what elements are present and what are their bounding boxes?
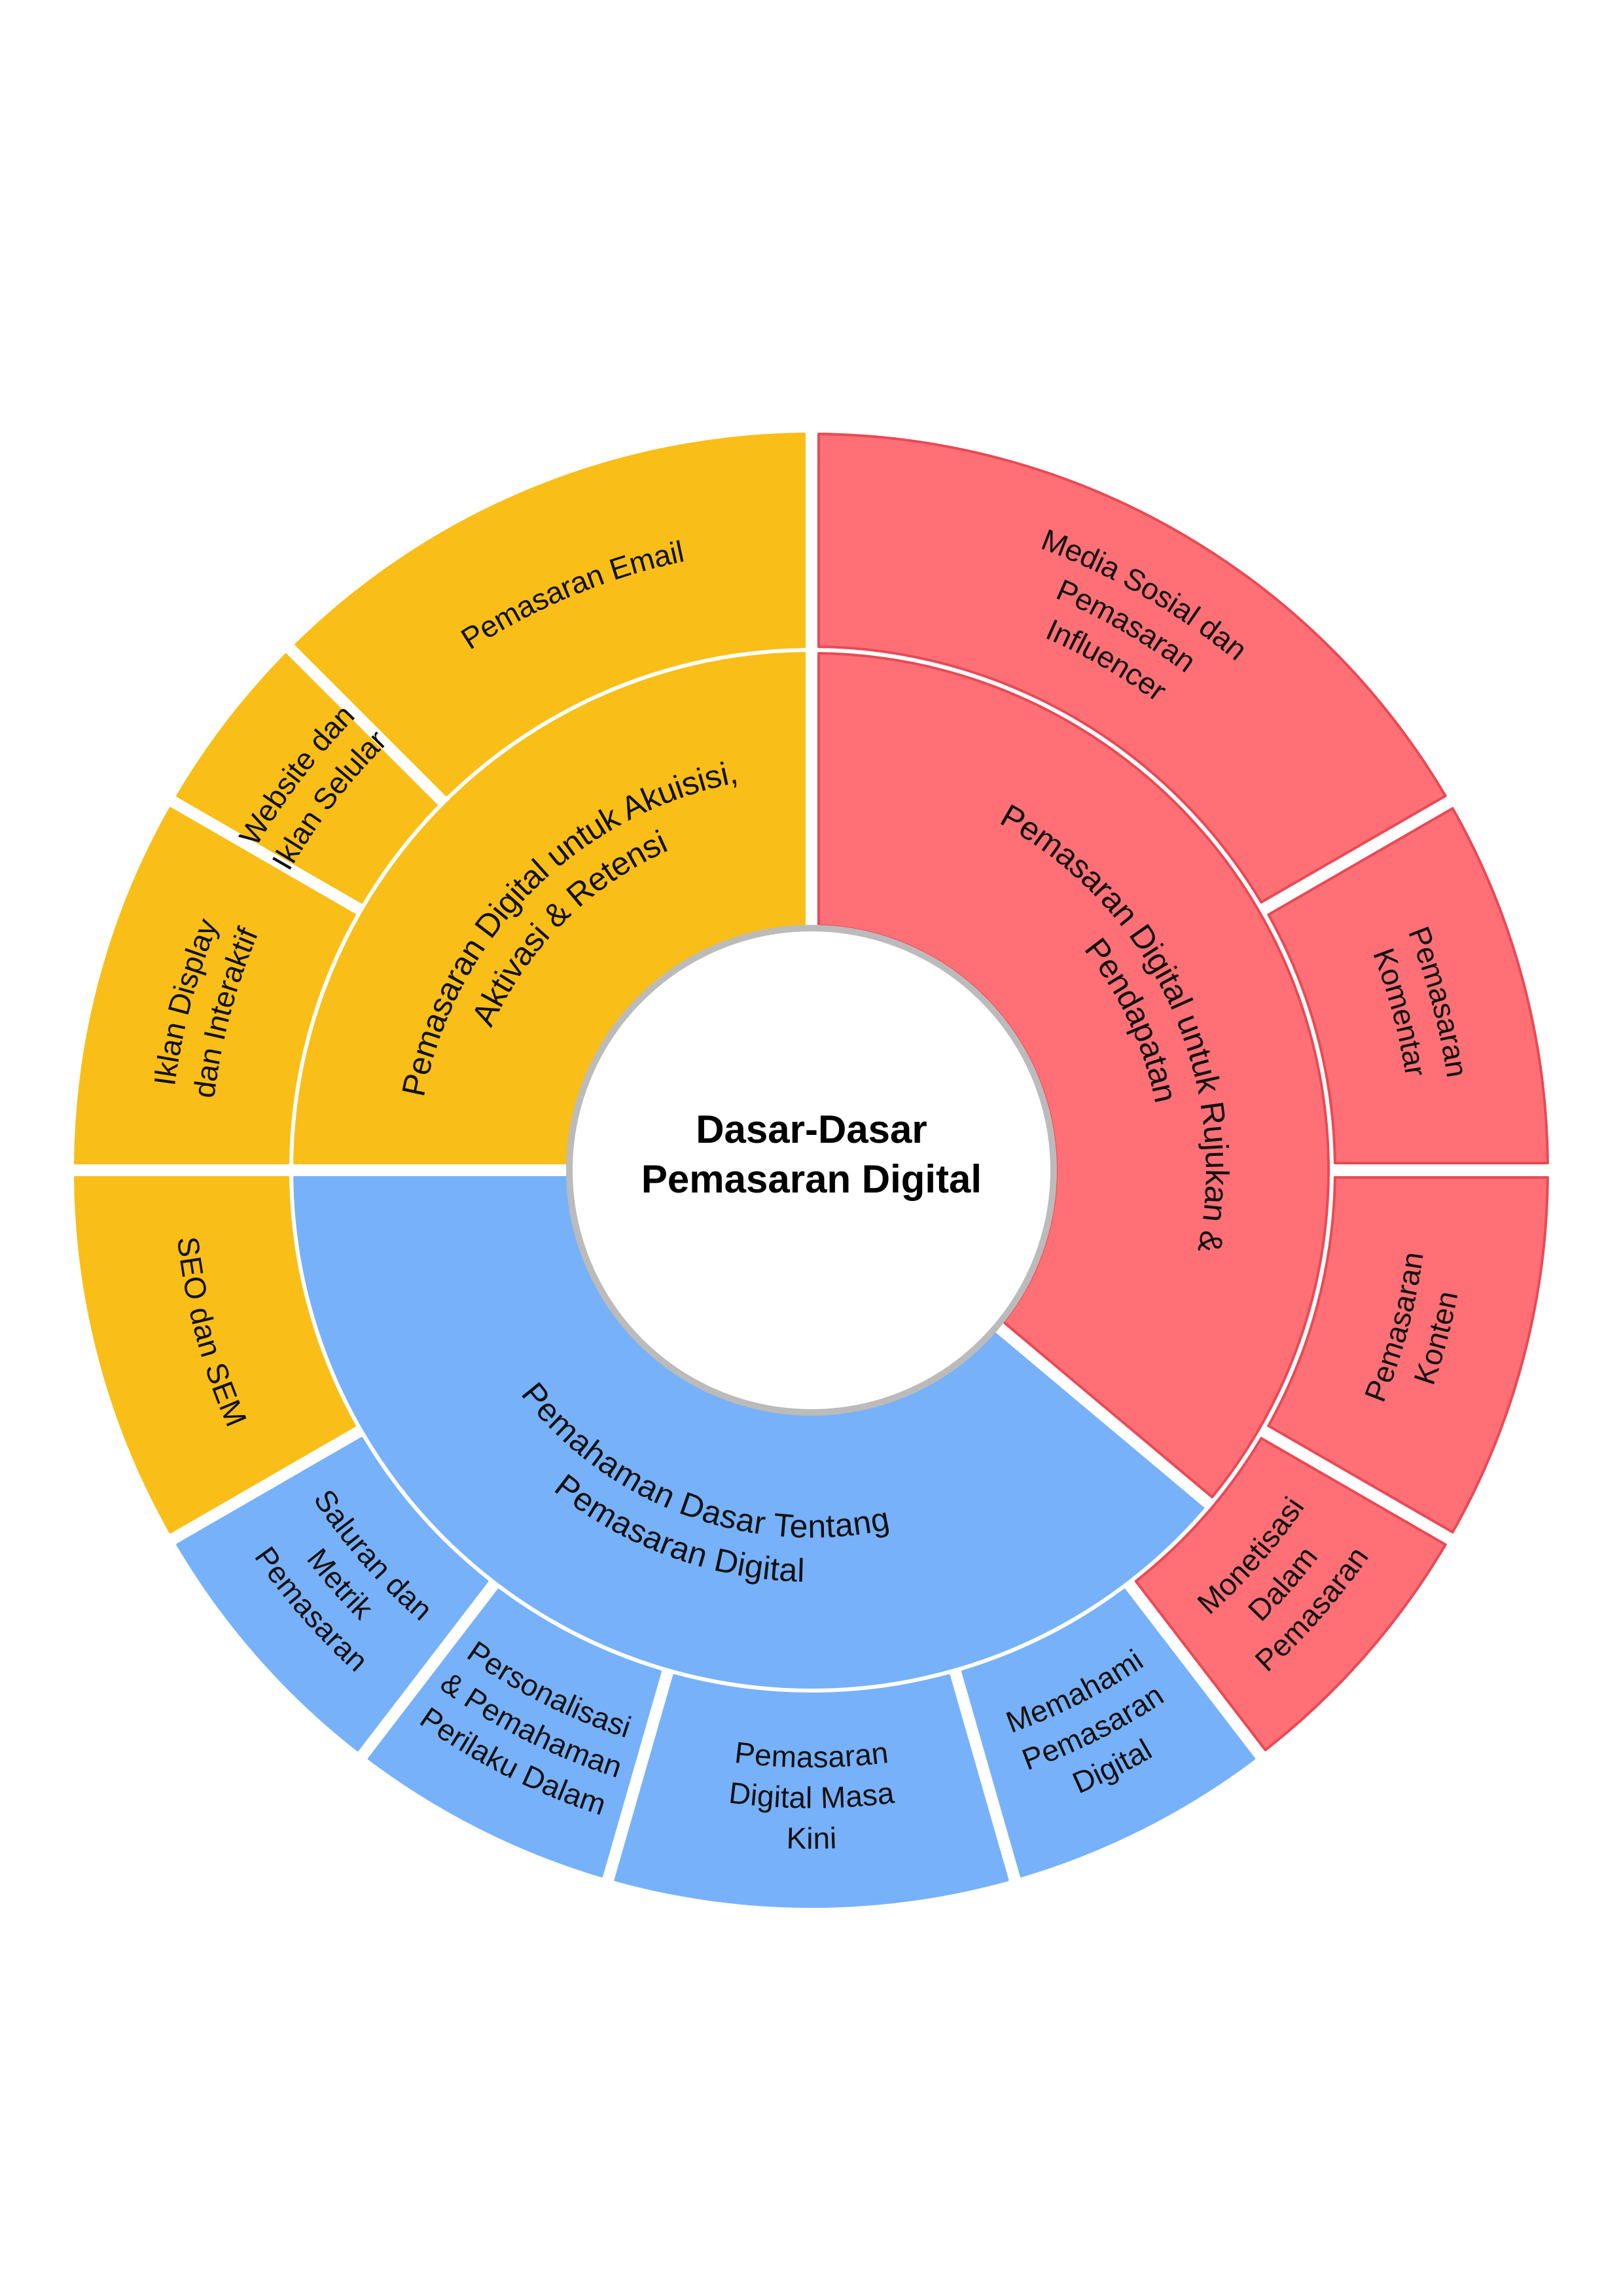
outer-segment-10: [1267, 1176, 1549, 1534]
outer-segment-2: [176, 653, 438, 904]
inner-ring: Pemasaran Digital untuk Akuisisi,Aktivas…: [293, 652, 1330, 1689]
center-title-line1: Dasar-Dasar: [696, 1107, 927, 1151]
outer-segment-7-label-line-3: Kini: [786, 1821, 837, 1856]
outer-segment-11: [1267, 807, 1549, 1164]
center-circle: [566, 925, 1057, 1416]
outer-segment-7-label-line-1: Pemasaran: [733, 1735, 890, 1774]
center-title-line2: Pemasaran Digital: [641, 1157, 982, 1201]
outer-segment-7-label-line-2: Digital Masa: [727, 1776, 896, 1815]
outer-segment-6: [367, 1588, 662, 1878]
outer-segment-5: [176, 1437, 489, 1751]
outer-segment-8: [961, 1588, 1256, 1878]
outer-segment-4: [74, 1176, 356, 1534]
outer-segment-1: [294, 433, 806, 797]
outer-segment-3: [74, 807, 356, 1164]
center-hub: Dasar-Dasar Pemasaran Digital: [566, 925, 1057, 1416]
outer-segment-12: [817, 433, 1447, 904]
outer-segment-7: [614, 1674, 1009, 1908]
outer-segment-9: [1134, 1437, 1447, 1751]
